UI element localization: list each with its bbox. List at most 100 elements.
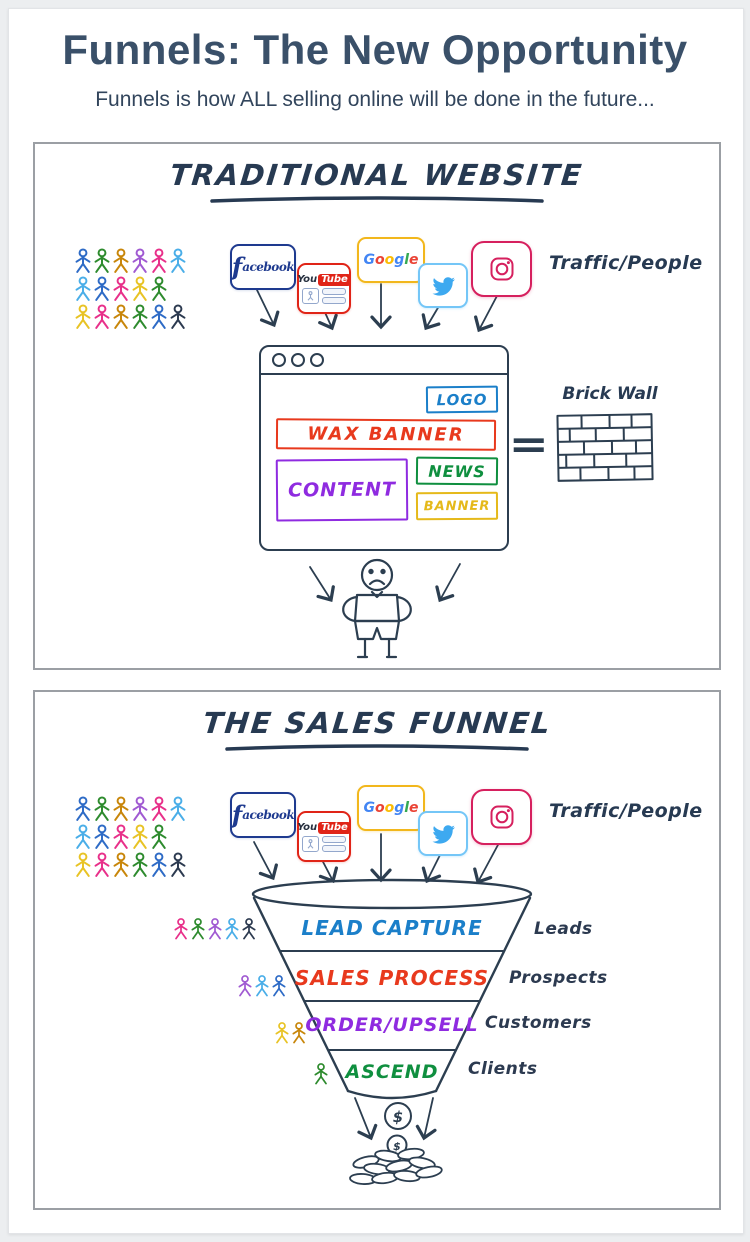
person-icon xyxy=(113,824,129,849)
browser-titlebar xyxy=(261,347,507,375)
panel2-heading: THE SALES FUNNEL xyxy=(35,706,719,752)
person-icon xyxy=(132,796,148,821)
website-news-box: NEWS xyxy=(415,456,499,486)
person-icon xyxy=(75,796,91,821)
person-icon xyxy=(113,304,129,329)
youtube-tube: Tube xyxy=(318,273,351,286)
equals-sign: = xyxy=(508,422,549,468)
prospects-people xyxy=(237,975,287,997)
crowd-row xyxy=(173,918,257,940)
twitter-icon xyxy=(418,811,468,856)
google-letter: e xyxy=(409,252,419,268)
person-icon xyxy=(75,824,91,849)
person-icon xyxy=(94,276,110,301)
crowd-row xyxy=(74,852,187,878)
heading-underline xyxy=(225,744,529,751)
crowd-row xyxy=(237,975,287,997)
panel1-heading-text: TRADITIONAL WEBSITE xyxy=(168,158,586,192)
crowd-row xyxy=(74,276,187,302)
person-icon xyxy=(94,824,110,849)
instagram-icon xyxy=(471,789,532,845)
google-letter: e xyxy=(409,800,419,816)
person-icon xyxy=(132,248,148,273)
google-letter: g xyxy=(394,800,405,816)
person-icon xyxy=(275,1022,289,1044)
person-icon xyxy=(242,918,256,940)
person-icon xyxy=(151,824,167,849)
funnel-tier-sales-process: SALES PROCESS xyxy=(294,966,490,990)
person-icon xyxy=(151,276,167,301)
person-icon xyxy=(151,304,167,329)
person-icon xyxy=(170,248,186,273)
google-letter: o xyxy=(374,252,385,268)
crowd-row xyxy=(74,824,187,850)
person-icon xyxy=(132,276,148,301)
google-letter: o xyxy=(384,800,395,816)
facebook-f: f xyxy=(231,252,243,281)
youtube-you: You xyxy=(297,274,318,285)
person-icon xyxy=(255,975,269,997)
youtube-thumbnails xyxy=(302,835,346,852)
facebook-rest: acebook xyxy=(242,808,295,822)
youtube-icon: You Tube xyxy=(297,811,351,862)
person-icon xyxy=(75,248,91,273)
page-title: Funnels: The New Opportunity xyxy=(62,26,688,73)
person-icon xyxy=(94,796,110,821)
person-icon xyxy=(94,304,110,329)
person-icon xyxy=(174,918,188,940)
funnel-tier-ascend: ASCEND xyxy=(345,1061,439,1083)
website-content-box: CONTENT xyxy=(275,458,409,522)
youtube-icon: You Tube xyxy=(297,263,351,314)
leads-people xyxy=(173,918,257,940)
coin-pile-icon xyxy=(349,1147,443,1185)
instagram-icon xyxy=(471,241,532,297)
google-letter: o xyxy=(374,800,385,816)
crowd-row xyxy=(74,248,187,274)
person-icon xyxy=(94,852,110,877)
website-logo-box: LOGO xyxy=(425,385,499,414)
panel2-drawing-layer: $ $ xyxy=(251,833,533,1185)
side-label-leads: Leads xyxy=(534,919,593,939)
person-icon xyxy=(151,796,167,821)
person-icon xyxy=(292,1022,306,1044)
person-icon xyxy=(225,918,239,940)
twitter-bird-icon xyxy=(431,276,455,296)
traffic-people-label: Traffic/People xyxy=(549,800,703,822)
brick-wall-icon xyxy=(556,413,654,482)
dollar-sign: $ xyxy=(393,1108,403,1126)
funnel-tier-lead-capture: LEAD CAPTURE xyxy=(301,916,483,940)
panel1-heading: TRADITIONAL WEBSITE xyxy=(35,158,719,204)
side-label-prospects: Prospects xyxy=(509,968,608,988)
facebook-f: f xyxy=(231,800,243,829)
clients-people xyxy=(313,1063,329,1085)
customers-people xyxy=(274,1022,307,1044)
person-icon xyxy=(113,276,129,301)
google-letter: l xyxy=(404,800,410,816)
person-icon xyxy=(151,852,167,877)
person-icon xyxy=(132,824,148,849)
person-icon xyxy=(113,852,129,877)
person-icon xyxy=(191,918,205,940)
person-icon xyxy=(170,304,186,329)
google-letter: g xyxy=(394,252,405,268)
window-dot-icon xyxy=(310,353,324,367)
youtube-logo: You Tube xyxy=(297,821,351,834)
person-icon xyxy=(113,796,129,821)
funnel-tier-order-upsell: ORDER/UPSELL xyxy=(305,1014,479,1036)
person-icon xyxy=(75,276,91,301)
google-letter: o xyxy=(384,252,395,268)
page-subtitle: Funnels is how ALL selling online will b… xyxy=(95,88,655,111)
person-icon xyxy=(170,796,186,821)
video-list xyxy=(322,835,346,852)
person-icon xyxy=(75,304,91,329)
traffic-crowd xyxy=(74,248,187,332)
google-letter: G xyxy=(363,800,375,816)
person-icon xyxy=(94,248,110,273)
facebook-rest: acebook xyxy=(242,260,295,274)
person-icon xyxy=(170,852,186,877)
